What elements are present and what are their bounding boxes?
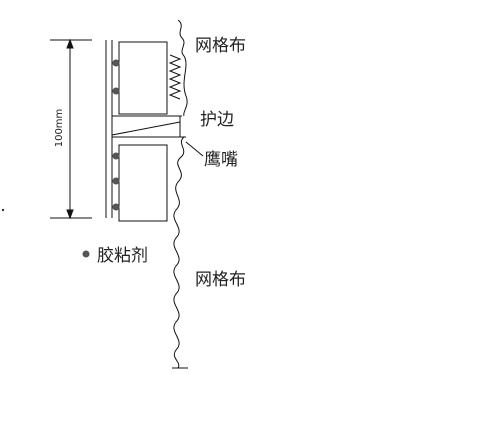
dimension-annotation — [50, 38, 92, 220]
label-mesh-top: 网格布 — [195, 36, 246, 56]
label-adhesive: 胶粘剂 — [97, 246, 148, 266]
mesh-spring — [168, 54, 182, 100]
mesh-top-line — [177, 19, 188, 117]
label-drip-edge: 鹰嘴 — [204, 150, 238, 170]
dimension-arrow-bottom — [66, 209, 74, 220]
dimension-arrow-top — [66, 38, 74, 49]
adhesive-dot — [112, 203, 120, 211]
label-protect-edge: 护边 — [200, 110, 234, 130]
wall — [105, 40, 113, 218]
adhesive-dot — [112, 152, 120, 160]
insulation-board-bottom — [118, 144, 168, 222]
profile-slope-line — [111, 121, 181, 136]
dimension-label: 100mm — [54, 109, 65, 148]
drip-edge-leader — [185, 141, 204, 157]
adhesive-legend-dot — [82, 250, 90, 258]
insulation-board-top — [118, 41, 168, 115]
stray-dot — [1, 208, 5, 212]
adhesive-dot — [112, 87, 120, 95]
adhesive-dot — [112, 59, 120, 67]
label-mesh-bottom: 网格布 — [195, 270, 246, 290]
adhesive-dots — [112, 59, 120, 211]
drip-edge-profile — [111, 115, 186, 138]
adhesive-dot — [112, 177, 120, 185]
mesh-bottom-line — [173, 136, 185, 369]
